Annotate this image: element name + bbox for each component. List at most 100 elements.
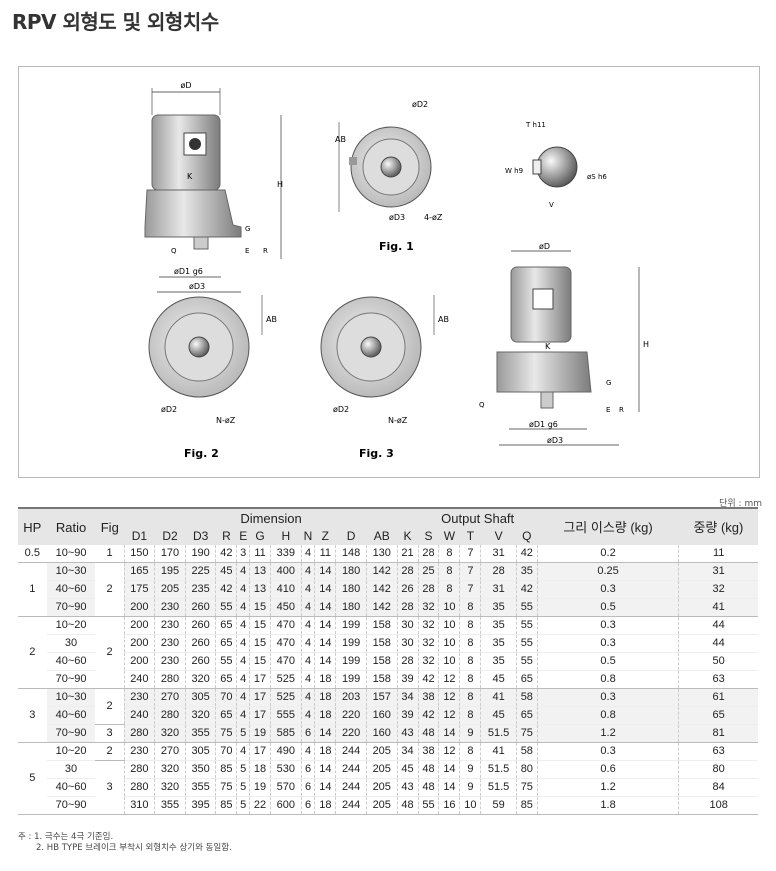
value-cell: 65 bbox=[215, 706, 237, 725]
dimension-table: HP Ratio Fig Dimension Output Shaft 그리 이… bbox=[18, 507, 758, 815]
value-cell: 55 bbox=[215, 598, 237, 617]
value-cell: 4 bbox=[300, 706, 315, 725]
value-cell: 38 bbox=[417, 688, 439, 707]
value-cell: 395 bbox=[184, 796, 216, 815]
value-cell: 8 bbox=[438, 580, 460, 599]
value-cell: 45 bbox=[480, 670, 517, 689]
fig1-caption: Fig. 1 bbox=[379, 240, 414, 253]
value-cell: 17 bbox=[249, 742, 271, 761]
value-cell: 230 bbox=[154, 634, 186, 653]
col-d3: D3 bbox=[185, 527, 216, 545]
fig2-od2-label: øD2 bbox=[161, 405, 177, 414]
value-cell: 4 bbox=[236, 562, 250, 581]
col-fig: Fig bbox=[95, 508, 125, 545]
value-cell: 22 bbox=[249, 796, 271, 815]
value-cell: 148 bbox=[335, 545, 367, 563]
value-cell: 70 bbox=[215, 688, 237, 707]
value-cell: 525 bbox=[270, 670, 302, 689]
fig3-e-label: E bbox=[606, 406, 610, 414]
fig3-h-label: H bbox=[643, 340, 649, 349]
value-cell: 8 bbox=[459, 742, 481, 761]
col-d2: D2 bbox=[154, 527, 186, 545]
value-cell: 11 bbox=[678, 545, 758, 563]
value-cell: 5 bbox=[236, 778, 250, 797]
value-cell: 25 bbox=[417, 562, 439, 581]
value-cell: 35 bbox=[515, 562, 538, 581]
value-cell: 31 bbox=[480, 545, 517, 563]
fig3-r-label: R bbox=[619, 406, 624, 414]
hp-cell: 1 bbox=[18, 562, 47, 617]
value-cell: 240 bbox=[123, 706, 155, 725]
ratio-cell: 10~20 bbox=[46, 616, 96, 635]
value-cell: 260 bbox=[184, 652, 216, 671]
col-z: Z bbox=[314, 527, 336, 545]
value-cell: 4 bbox=[300, 580, 315, 599]
value-cell: 4 bbox=[300, 562, 315, 581]
value-cell: 11 bbox=[249, 545, 271, 563]
value-cell: 0.8 bbox=[536, 706, 679, 725]
col-t: T bbox=[459, 527, 481, 545]
value-cell: 35 bbox=[480, 598, 517, 617]
value-cell: 4 bbox=[300, 742, 315, 761]
value-cell: 85 bbox=[215, 796, 237, 815]
value-cell: 10 bbox=[438, 616, 460, 635]
drawing-svg: øD H øD1 g6 øD3 K G E R Q AB øD2 øD3 4-ø… bbox=[144, 81, 649, 460]
value-cell: 230 bbox=[154, 616, 186, 635]
value-cell: 28 bbox=[480, 562, 517, 581]
value-cell: 34 bbox=[396, 688, 419, 707]
value-cell: 4 bbox=[236, 652, 250, 671]
value-cell: 410 bbox=[270, 580, 302, 599]
value-cell: 75 bbox=[515, 724, 538, 743]
value-cell: 1.2 bbox=[536, 724, 679, 743]
value-cell: 39 bbox=[396, 706, 419, 725]
value-cell: 35 bbox=[480, 652, 517, 671]
fig2-caption: Fig. 2 bbox=[184, 447, 219, 460]
value-cell: 200 bbox=[123, 652, 155, 671]
value-cell: 26 bbox=[396, 580, 419, 599]
value-cell: 75 bbox=[515, 778, 538, 797]
value-cell: 63 bbox=[678, 670, 758, 689]
value-cell: 4 bbox=[236, 580, 250, 599]
ratio-cell: 30 bbox=[46, 634, 96, 653]
value-cell: 42 bbox=[515, 580, 538, 599]
value-cell: 32 bbox=[417, 598, 439, 617]
value-cell: 14 bbox=[438, 778, 460, 797]
value-cell: 43 bbox=[396, 778, 419, 797]
col-g: G bbox=[249, 527, 271, 545]
value-cell: 65 bbox=[515, 670, 538, 689]
value-cell: 4 bbox=[236, 670, 250, 689]
fig3-ab-label: AB bbox=[438, 315, 449, 324]
value-cell: 310 bbox=[123, 796, 155, 815]
value-cell: 18 bbox=[314, 706, 336, 725]
outline-drawing: øD H øD1 g6 øD3 K G E R Q AB øD2 øD3 4-ø… bbox=[18, 66, 760, 478]
value-cell: 35 bbox=[480, 616, 517, 635]
value-cell: 170 bbox=[154, 545, 186, 563]
value-cell: 199 bbox=[335, 616, 367, 635]
value-cell: 6 bbox=[300, 760, 315, 779]
value-cell: 165 bbox=[123, 562, 155, 581]
value-cell: 9 bbox=[459, 778, 481, 797]
value-cell: 45 bbox=[396, 760, 419, 779]
value-cell: 85 bbox=[215, 760, 237, 779]
notes: 주 : 1. 극수는 4극 기준임. 2. HB TYPE 브레이크 부착시 외… bbox=[18, 832, 232, 854]
value-cell: 34 bbox=[396, 742, 419, 761]
value-cell: 58 bbox=[515, 742, 538, 761]
value-cell: 4 bbox=[236, 742, 250, 761]
fig3-od2-label: øD2 bbox=[333, 405, 349, 414]
value-cell: 320 bbox=[154, 760, 186, 779]
value-cell: 130 bbox=[365, 545, 398, 563]
value-cell: 0.8 bbox=[536, 670, 679, 689]
value-cell: 470 bbox=[270, 652, 302, 671]
value-cell: 14 bbox=[314, 616, 336, 635]
value-cell: 280 bbox=[123, 778, 155, 797]
fig-cell: 2 bbox=[95, 688, 125, 725]
ratio-cell: 10~20 bbox=[46, 742, 96, 761]
value-cell: 42 bbox=[417, 706, 439, 725]
value-cell: 525 bbox=[270, 688, 302, 707]
